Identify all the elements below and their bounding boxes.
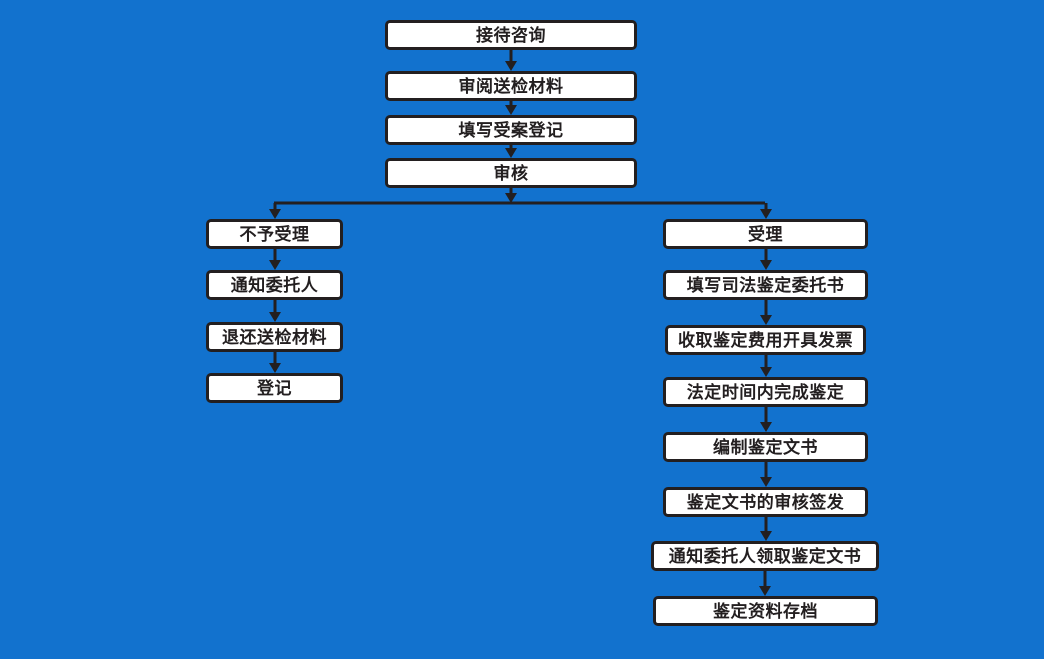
flow-node-l4[interactable]: 登记 xyxy=(206,373,343,403)
arrowhead-icon xyxy=(505,148,517,158)
flow-node-label: 通知委托人领取鉴定文书 xyxy=(668,546,862,566)
arrowhead-icon xyxy=(759,586,771,596)
flow-node-label: 鉴定资料存档 xyxy=(713,601,818,621)
arrowhead-icon xyxy=(269,209,281,219)
flow-node-label: 通知委托人 xyxy=(230,275,319,295)
flow-node-r3[interactable]: 收取鉴定费用开具发票 xyxy=(665,325,866,355)
flow-node-l3[interactable]: 退还送检材料 xyxy=(206,322,343,352)
flow-node-label: 退还送检材料 xyxy=(222,327,327,347)
flow-node-label: 鉴定文书的审核签发 xyxy=(686,492,845,512)
flow-node-label: 法定时间内完成鉴定 xyxy=(686,382,845,402)
flow-node-label: 审阅送检材料 xyxy=(458,76,564,96)
flow-node-r2[interactable]: 填写司法鉴定委托书 xyxy=(663,270,868,300)
flow-node-n3[interactable]: 填写受案登记 xyxy=(385,115,637,145)
flow-node-label: 审核 xyxy=(493,163,529,183)
flow-node-label: 编制鉴定文书 xyxy=(713,437,818,457)
flow-node-r6[interactable]: 鉴定文书的审核签发 xyxy=(663,487,868,517)
arrowhead-icon xyxy=(269,260,281,270)
arrowhead-icon xyxy=(269,312,281,322)
arrowhead-icon xyxy=(269,363,281,373)
flow-node-n4[interactable]: 审核 xyxy=(385,158,637,188)
flow-node-l2[interactable]: 通知委托人 xyxy=(206,270,343,300)
flow-node-label: 收取鉴定费用开具发票 xyxy=(678,330,853,350)
arrowhead-icon xyxy=(760,477,772,487)
arrowhead-icon xyxy=(505,193,517,203)
flow-node-label: 接待咨询 xyxy=(476,25,546,45)
flow-node-label: 受理 xyxy=(748,224,783,244)
flow-node-n1[interactable]: 接待咨询 xyxy=(385,20,637,50)
arrowhead-icon xyxy=(505,105,517,115)
flow-node-r7[interactable]: 通知委托人领取鉴定文书 xyxy=(651,541,879,571)
arrowhead-icon xyxy=(760,367,772,377)
flow-node-label: 登记 xyxy=(257,378,292,398)
arrowhead-icon xyxy=(760,260,772,270)
arrowhead-icon xyxy=(760,209,772,219)
flow-node-label: 不予受理 xyxy=(239,224,310,244)
flow-node-label: 填写司法鉴定委托书 xyxy=(686,275,845,295)
flow-node-l1[interactable]: 不予受理 xyxy=(206,219,343,249)
flow-node-r1[interactable]: 受理 xyxy=(663,219,868,249)
flow-node-n2[interactable]: 审阅送检材料 xyxy=(385,71,637,101)
flow-node-r4[interactable]: 法定时间内完成鉴定 xyxy=(663,377,868,407)
arrowhead-icon xyxy=(760,422,772,432)
arrowhead-icon xyxy=(505,61,517,71)
flow-node-label: 填写受案登记 xyxy=(458,120,564,140)
flow-node-r5[interactable]: 编制鉴定文书 xyxy=(663,432,868,462)
arrowhead-icon xyxy=(760,315,772,325)
arrowhead-icon xyxy=(760,531,772,541)
flow-node-r8[interactable]: 鉴定资料存档 xyxy=(653,596,878,626)
